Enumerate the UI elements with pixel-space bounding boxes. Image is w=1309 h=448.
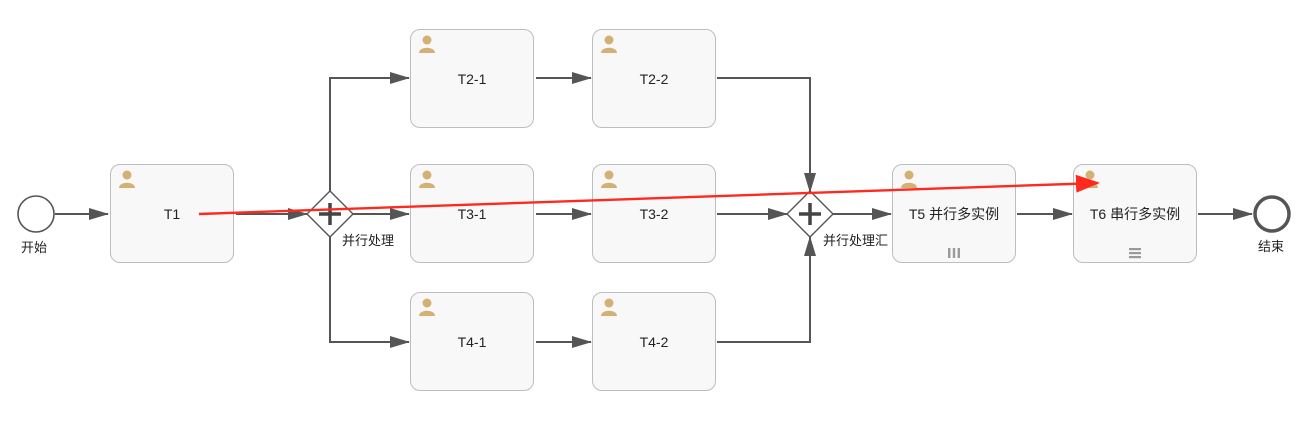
task-t4-2[interactable]: T4-2: [592, 292, 716, 391]
task-t3-1[interactable]: T3-1: [410, 164, 534, 263]
user-icon: [1082, 170, 1098, 188]
user-icon: [119, 170, 135, 188]
task-t4-1[interactable]: T4-1: [410, 292, 534, 391]
task-t3-2[interactable]: T3-2: [592, 164, 716, 263]
user-icon: [419, 170, 435, 188]
task-t2-2[interactable]: T2-2: [592, 29, 716, 128]
split-gateway-label: 并行处理: [342, 233, 395, 248]
user-icon: [419, 35, 435, 53]
flow-split-to-t2-1[interactable]: [329, 72, 410, 192]
sequential-multi-instance-marker-icon: [1129, 248, 1141, 259]
flow-split-to-t4-1[interactable]: [329, 237, 410, 348]
task-label: T2-2: [639, 70, 669, 87]
start-event[interactable]: [17, 195, 55, 233]
task-label: T2-1: [457, 70, 487, 87]
task-t6[interactable]: T6 串行多实例: [1073, 164, 1197, 263]
user-icon: [901, 170, 917, 188]
user-icon: [601, 170, 617, 188]
flow-t4-2-to-join[interactable]: [717, 236, 816, 343]
user-icon: [601, 35, 617, 53]
task-label: T3-1: [457, 205, 487, 222]
task-label: T1: [163, 205, 181, 222]
user-icon: [601, 298, 617, 316]
flow-t2-2-to-join[interactable]: [717, 77, 816, 193]
start-event-label: 开始: [21, 240, 48, 255]
task-t1[interactable]: T1: [110, 164, 234, 263]
task-label: T5 并行多实例: [908, 205, 1000, 222]
join-gateway-label: 并行处理汇: [823, 230, 889, 249]
task-t2-1[interactable]: T2-1: [410, 29, 534, 128]
end-event[interactable]: [1253, 195, 1291, 233]
parallel-multi-instance-marker-icon: [948, 248, 960, 258]
task-label: T4-1: [457, 333, 487, 350]
end-event-label: 结束: [1258, 239, 1285, 254]
task-t5[interactable]: T5 并行多实例: [892, 164, 1016, 263]
task-label: T3-2: [639, 205, 669, 222]
task-label: T4-2: [639, 333, 669, 350]
user-icon: [419, 298, 435, 316]
task-label: T6 串行多实例: [1089, 205, 1181, 222]
